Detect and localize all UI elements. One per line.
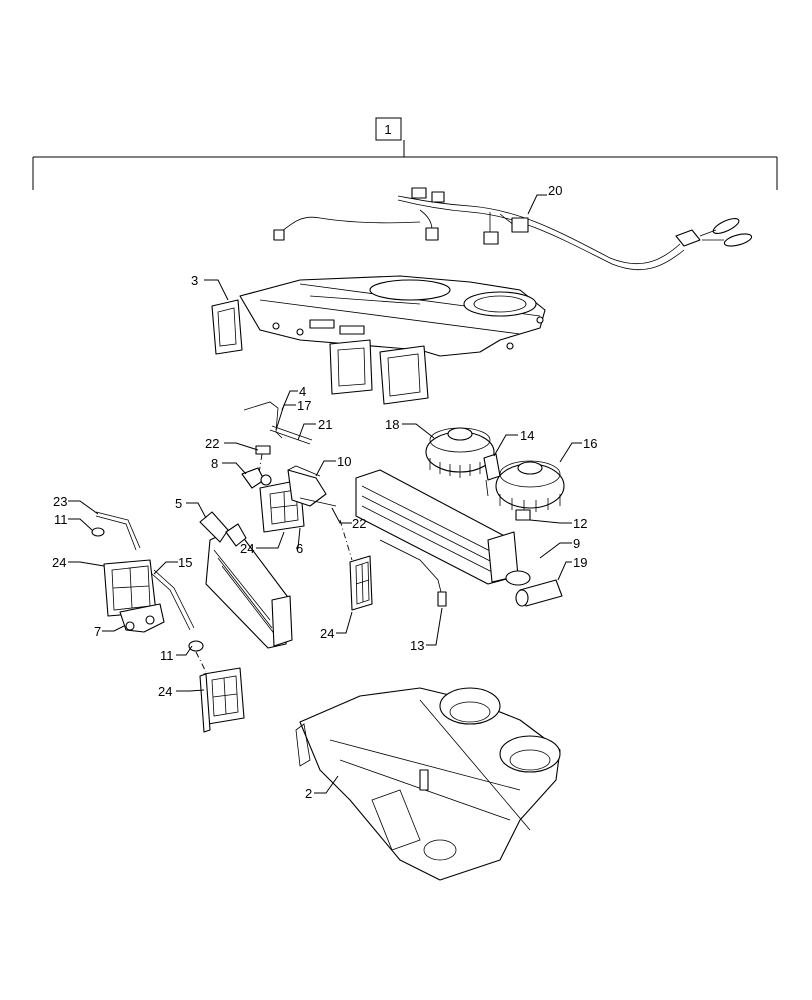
callout-24-center: 24 xyxy=(240,541,254,556)
callout-12: 12 xyxy=(573,516,587,531)
callout-9: 9 xyxy=(573,536,580,551)
callout-24-left: 24 xyxy=(52,555,66,570)
evaporator-core-part xyxy=(355,469,531,586)
leader-lines xyxy=(68,194,582,794)
callout-10: 10 xyxy=(337,454,351,469)
recirc-door-assembly-part xyxy=(91,511,207,673)
callout-23: 23 xyxy=(53,494,67,509)
lower-housing-part xyxy=(295,687,561,881)
callout-4: 4 xyxy=(299,384,306,399)
callout-16: 16 xyxy=(583,436,597,451)
callout-6: 6 xyxy=(296,541,303,556)
callout-8: 8 xyxy=(211,456,218,471)
callout-20: 20 xyxy=(548,183,562,198)
callout-22-lower: 22 xyxy=(352,516,366,531)
callout-labels: 20 3 4 17 21 22 8 10 18 14 16 5 23 11 24… xyxy=(52,183,597,801)
mode-door-assembly-part xyxy=(241,465,337,533)
blower-motor-part-b xyxy=(495,460,565,521)
callout-24-bottom: 24 xyxy=(158,684,172,699)
assembly-bracket: 1 xyxy=(32,117,778,190)
callout-18: 18 xyxy=(385,417,399,432)
callout-11-upper: 11 xyxy=(54,512,68,527)
callout-24-right: 24 xyxy=(320,626,334,641)
callout-22-upper: 22 xyxy=(205,436,219,451)
callout-14: 14 xyxy=(520,428,534,443)
blower-motor-part-a xyxy=(425,427,495,478)
filter-element-part-b xyxy=(199,667,245,733)
callout-5: 5 xyxy=(175,496,182,511)
callout-13: 13 xyxy=(410,638,424,653)
assembly-callout-label: 1 xyxy=(384,122,391,137)
expansion-valve-part xyxy=(515,579,563,607)
callout-15: 15 xyxy=(178,555,192,570)
heater-core-part xyxy=(199,511,293,649)
callout-21: 21 xyxy=(318,417,332,432)
assembly-callout-box xyxy=(375,117,402,141)
callout-2: 2 xyxy=(305,786,312,801)
callout-19: 19 xyxy=(573,555,587,570)
filter-element-part-a xyxy=(339,519,373,611)
upper-housing-part xyxy=(211,275,546,405)
linkage-rods-part xyxy=(243,401,313,481)
wiring-harness-part xyxy=(273,187,753,271)
temperature-sensor-part xyxy=(379,539,447,607)
callout-3: 3 xyxy=(191,273,198,288)
callout-7: 7 xyxy=(94,624,101,639)
callout-17: 17 xyxy=(297,398,311,413)
callout-11-lower: 11 xyxy=(160,648,174,663)
